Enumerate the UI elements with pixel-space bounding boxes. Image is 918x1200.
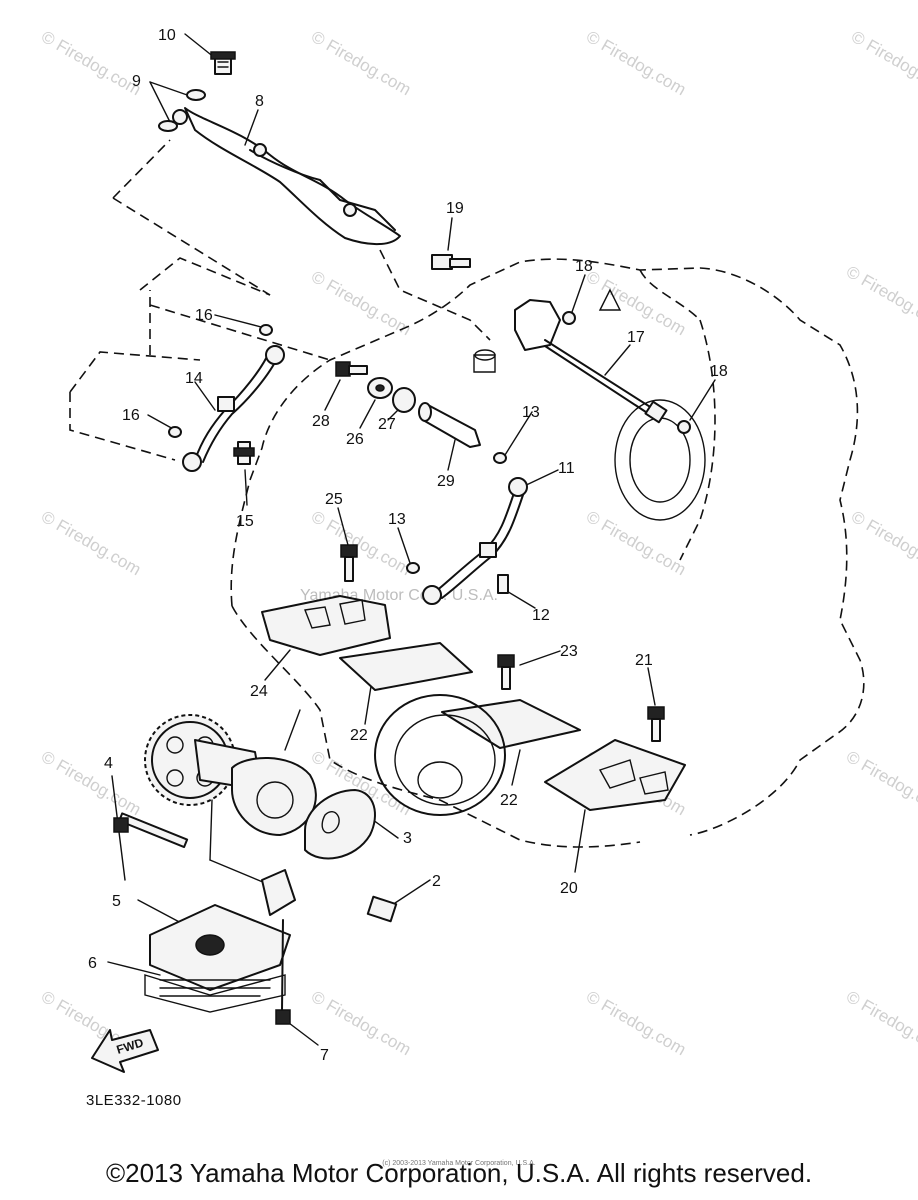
callout-13: 13 (388, 511, 406, 528)
callout-7: 7 (320, 1047, 329, 1064)
watermark: © Firedog.com (848, 507, 918, 579)
union-bolt (210, 51, 236, 75)
oil-pump (113, 714, 398, 923)
callout-2: 2 (432, 873, 441, 890)
baffle-plates (261, 595, 686, 811)
callout-23: 23 (560, 643, 578, 660)
watermark: © Firedog.com (38, 747, 144, 819)
watermark-layer: © Firedog.com © Firedog.com © Firedog.co… (38, 27, 918, 1059)
watermark: © Firedog.com (843, 262, 918, 334)
oil-strainer-ring (374, 694, 506, 816)
watermark: © Firedog.com (848, 27, 918, 99)
callout-16: 16 (195, 307, 213, 324)
watermark: © Firedog.com (583, 987, 689, 1059)
callout-28: 28 (312, 413, 330, 430)
leader-lines (107, 33, 716, 1046)
watermark: © Firedog.com (308, 267, 414, 339)
oil-strainer (144, 869, 296, 1025)
callout-26: 26 (346, 431, 364, 448)
pump-drive-parts (367, 377, 481, 448)
bolts (233, 361, 665, 742)
watermark: © Firedog.com (38, 27, 144, 99)
callout-13: 13 (522, 404, 540, 421)
watermark: © Firedog.com (38, 507, 144, 579)
callout-18: 18 (575, 258, 593, 275)
watermark: © Firedog.com (583, 27, 689, 99)
watermark: © Firedog.com (308, 27, 414, 99)
callout-25: 25 (325, 491, 343, 508)
callout-4: 4 (104, 755, 113, 772)
callout-29: 29 (437, 473, 455, 490)
callout-labels: 10 9 8 19 18 17 18 16 14 16 15 28 26 27 … (88, 27, 728, 1064)
watermark: © Firedog.com (843, 747, 918, 819)
callout-17: 17 (627, 329, 645, 346)
small-copyright: (c) 2003-2013 Yamaha Motor Corporation, … (382, 1160, 536, 1167)
callout-15: 15 (236, 513, 254, 530)
callout-21: 21 (635, 652, 653, 669)
callout-11: 11 (558, 460, 575, 477)
fwd-arrow: FWD (91, 1029, 159, 1073)
callout-22: 22 (350, 727, 368, 744)
callout-10: 10 (158, 27, 176, 44)
o-rings (562, 311, 691, 434)
callout-20: 20 (560, 880, 578, 897)
oil-pipe (514, 299, 668, 424)
callout-18: 18 (710, 363, 728, 380)
callout-12: 12 (532, 607, 550, 624)
oil-delivery-pipe (172, 107, 401, 246)
small-o-rings (168, 324, 507, 574)
callout-3: 3 (403, 830, 412, 847)
callout-5: 5 (112, 893, 121, 910)
callout-9: 9 (132, 73, 141, 90)
callout-27: 27 (378, 416, 396, 433)
oil-pipe-left (182, 345, 285, 472)
diagram-part-number: 3LE332-1080 (86, 1092, 182, 1109)
copper-washers (158, 89, 206, 132)
copyright-notice: ©2013 Yamaha Motor Corporation, U.S.A. A… (105, 1158, 813, 1188)
callout-22: 22 (500, 792, 518, 809)
oil-pipe-right (422, 477, 528, 605)
callout-8: 8 (255, 93, 264, 110)
callout-6: 6 (88, 955, 97, 972)
callout-16: 16 (122, 407, 140, 424)
callout-14: 14 (185, 370, 203, 387)
callout-24: 24 (250, 683, 268, 700)
watermark: © Firedog.com (843, 987, 918, 1059)
pipe-bolt (431, 254, 471, 270)
callout-19: 19 (446, 200, 464, 217)
